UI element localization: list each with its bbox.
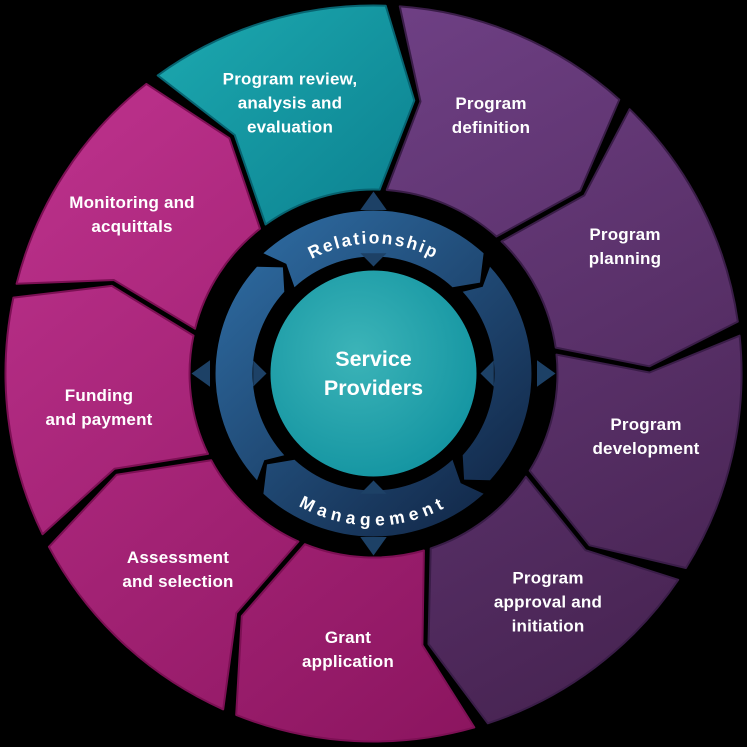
segment-assessment-and-selection	[47, 459, 300, 711]
segment-grant-application	[235, 543, 476, 743]
segment-label-program-approval-and-initiation: Program approval and initiation	[493, 568, 603, 635]
flow-arrow-south-inward-icon	[360, 480, 387, 494]
segment-program-approval-and-initiation	[427, 475, 680, 725]
flow-arrow-south-outward-icon	[360, 537, 387, 556]
segment-label-program-definition: Program definition	[451, 94, 531, 137]
inner-ring-band-right	[462, 266, 532, 481]
segment-label-grant-application: Grant application	[302, 628, 394, 671]
flow-arrow-west-outward-icon	[191, 360, 210, 387]
segment-label-program-review-analysis-and-evaluation: Program review, analysis and evaluation	[222, 69, 358, 136]
segment-funding-and-payment	[4, 284, 209, 536]
flow-arrow-north-inward-icon	[360, 253, 387, 267]
inner-ring-band-left	[215, 266, 285, 481]
segment-program-development	[528, 334, 743, 569]
flow-arrow-east-inward-icon	[480, 360, 494, 387]
flow-arrow-west-inward-icon	[253, 360, 267, 387]
center-label: Service Providers	[323, 346, 424, 400]
flow-arrow-east-outward-icon	[537, 360, 556, 387]
segment-program-planning	[500, 108, 739, 368]
segment-program-review-analysis-and-evaluation	[156, 4, 416, 226]
segment-label-assessment-and-selection: Assessment and selection	[122, 548, 234, 591]
segment-label-funding-and-payment: Funding and payment	[45, 386, 153, 429]
segment-label-monitoring-and-acquittals: Monitoring and acquittals	[69, 193, 195, 236]
flow-arrow-north-outward-icon	[360, 191, 387, 210]
segment-monitoring-and-acquittals	[15, 82, 261, 330]
segment-program-definition	[385, 5, 621, 238]
inner-ring-band-bottom	[263, 459, 484, 537]
segment-label-program-development: Program development	[592, 415, 700, 458]
center-circle	[270, 270, 477, 477]
inner-ring-band-top	[263, 210, 484, 288]
segment-label-program-planning: Program planning	[588, 225, 662, 268]
